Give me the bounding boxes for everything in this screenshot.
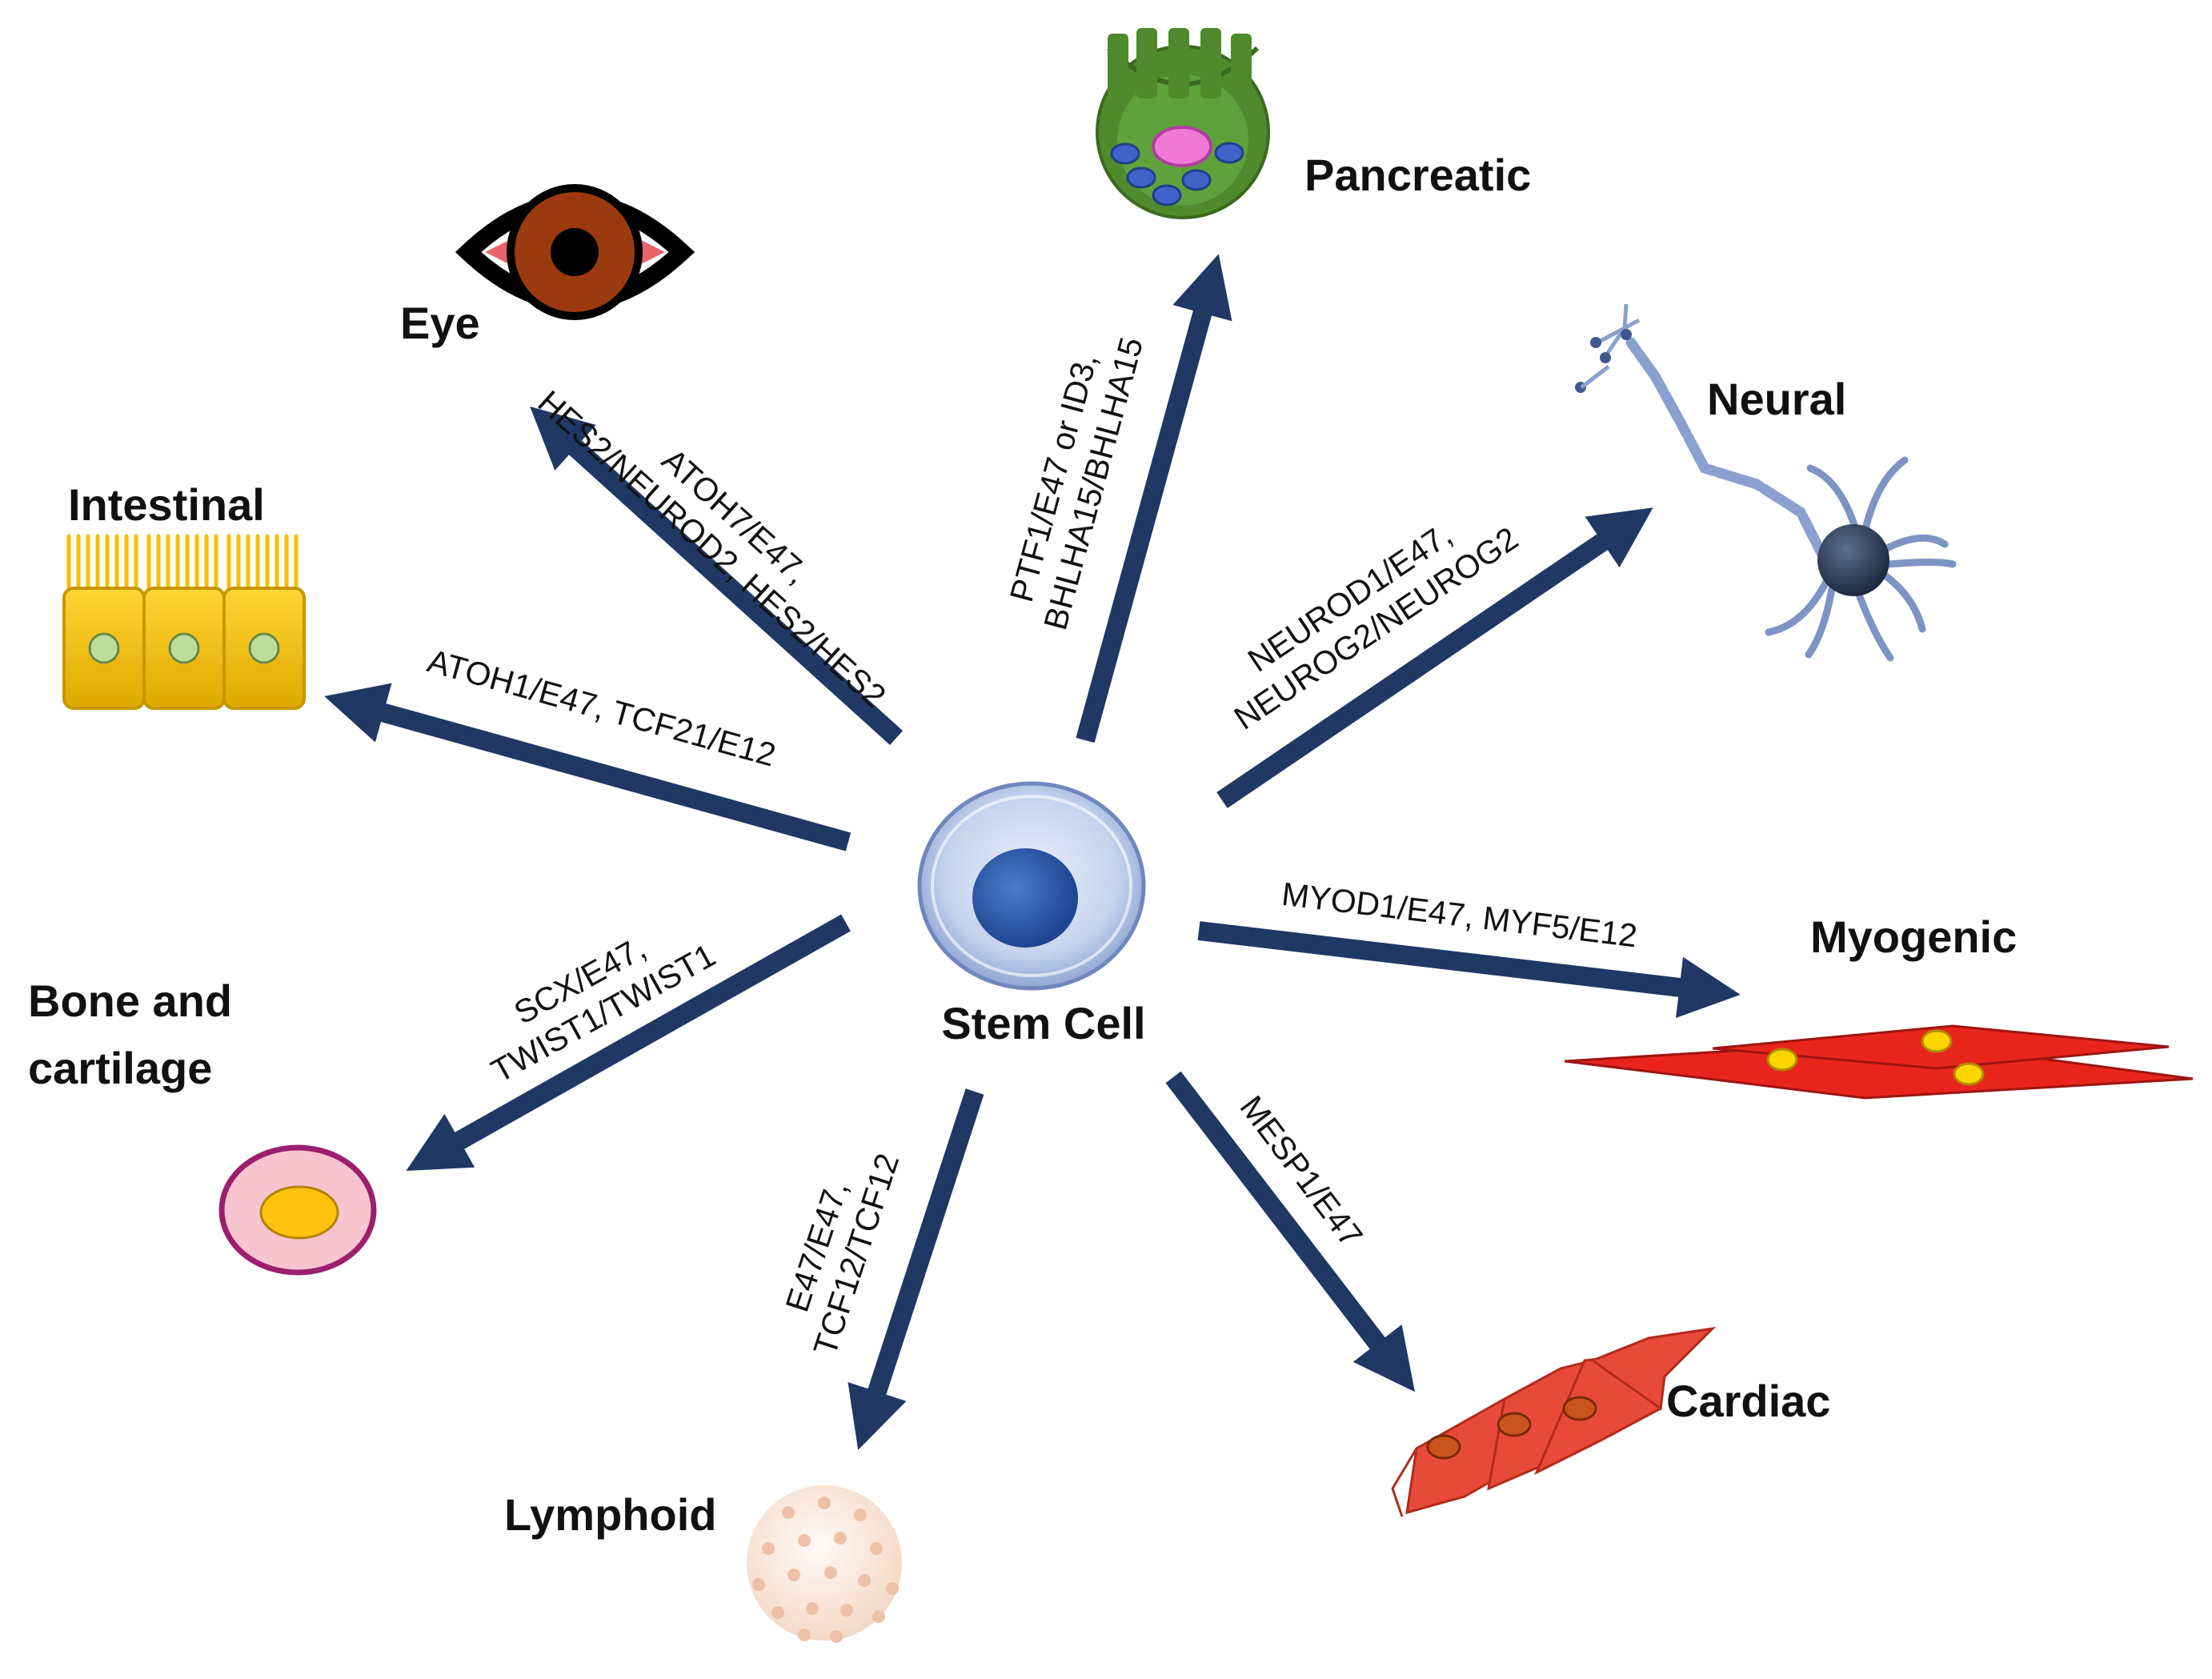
factors-lymphoid: E47/E47, TCF12/TCF12: [768, 1136, 906, 1360]
lymphocyte-icon: [747, 1485, 902, 1643]
factors-eye: ATOH7/E47, HES2/NEUROD2, HES2/HES2: [531, 354, 920, 715]
arrow-pancreatic: [1076, 254, 1232, 743]
pancreatic-label: Pancreatic: [1304, 150, 1531, 200]
neuron-icon: [1575, 303, 1957, 662]
intestinal-cells-icon: [62, 534, 306, 710]
chondrocyte-icon: [218, 1144, 377, 1276]
intestinal-label: Intestinal: [68, 479, 265, 530]
arrow-neural: [1216, 507, 1653, 808]
arrow-cardiac: [1165, 1071, 1415, 1392]
arrow-intestinal: [324, 683, 852, 852]
arrow-myogenic: [1197, 921, 1741, 1019]
arrows: [324, 254, 1741, 1450]
myocyte-icon: [1564, 1024, 2194, 1100]
neural-label: Neural: [1707, 374, 1846, 424]
bone-cartilage-label: Bone and cartilage: [28, 976, 245, 1093]
arrow-lymphoid: [848, 1088, 984, 1450]
arrow-eye: [530, 406, 904, 745]
factors-intestinal: ATOH1/E47, TCF21/E12: [423, 642, 779, 773]
arrow-bone: [406, 914, 851, 1172]
myogenic-label: Myogenic: [1810, 912, 2017, 962]
stem-cell-icon: [917, 781, 1146, 991]
cardiomyocyte-icon: [1391, 1326, 1717, 1517]
pancreatic-cell-icon: [1096, 28, 1270, 219]
stem-cell-label: Stem Cell: [941, 998, 1145, 1048]
lymphoid-label: Lymphoid: [504, 1489, 716, 1540]
eye-icon: [455, 184, 695, 320]
cardiac-label: Cardiac: [1666, 1376, 1830, 1426]
eye-label: Eye: [400, 298, 480, 348]
